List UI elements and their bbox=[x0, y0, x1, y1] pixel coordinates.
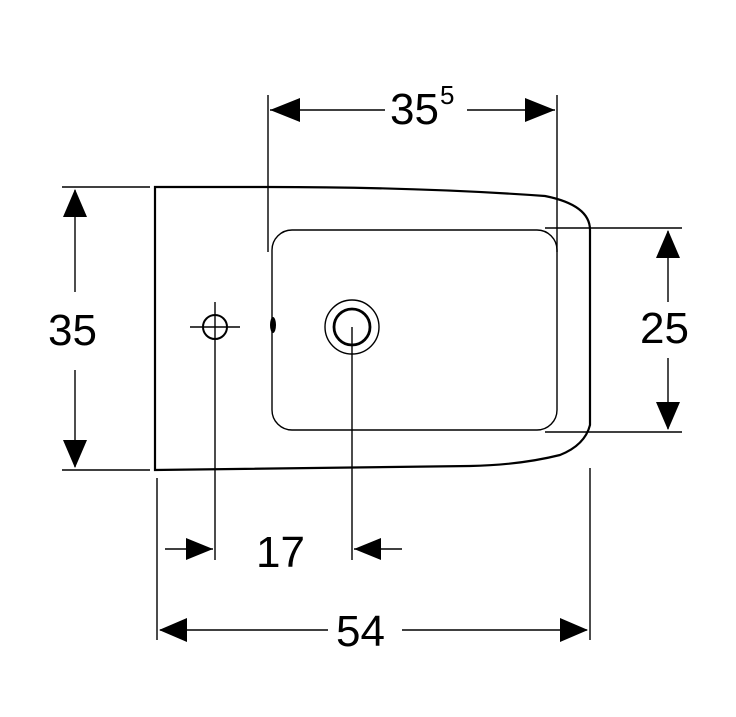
top-width-label: 35 bbox=[390, 85, 439, 134]
dimension-overall-height: 35 bbox=[48, 189, 97, 468]
extension-lines bbox=[62, 95, 682, 640]
body-outline bbox=[153, 185, 592, 472]
bowl-height-label: 25 bbox=[640, 304, 689, 353]
dimension-tap-to-outlet: 17 bbox=[165, 528, 402, 577]
tap-hole bbox=[190, 302, 240, 560]
bowl-outline bbox=[271, 229, 558, 431]
dimension-bowl-height: 25 bbox=[640, 230, 689, 430]
drain-outlet bbox=[324, 299, 380, 560]
tap-to-outlet-label: 17 bbox=[256, 528, 305, 577]
dimension-overall-length: 54 bbox=[159, 607, 588, 656]
overall-height-label: 35 bbox=[48, 306, 97, 355]
overflow-hole bbox=[270, 317, 276, 333]
overall-length-label: 54 bbox=[336, 607, 385, 656]
dimension-top-width: 35 5 bbox=[270, 80, 555, 134]
top-width-sup: 5 bbox=[440, 80, 454, 110]
